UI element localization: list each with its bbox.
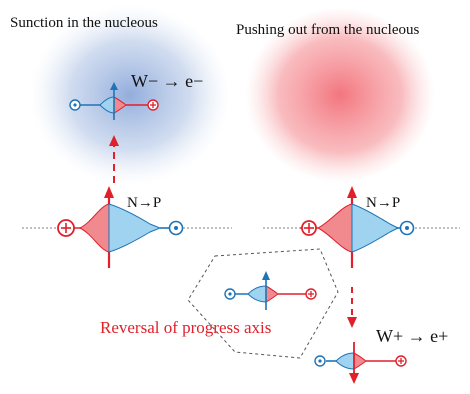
w-plus-label: W+ → e+ (376, 326, 448, 346)
reversal-region-outline (188, 249, 338, 358)
particle-main-right (263, 204, 460, 252)
particle-main-left (22, 204, 232, 252)
particle-bottom-right (315, 342, 406, 384)
n-to-p-right: N→P (366, 195, 400, 211)
circled-dot-icon (401, 222, 414, 235)
circled-plus-icon (302, 221, 316, 235)
reversal-caption: Reversal of progress axis (100, 318, 271, 337)
w-minus-label: W− → e− (131, 71, 203, 91)
right-title: Pushing out from the nucleous (236, 22, 419, 38)
circled-dot-icon (70, 100, 80, 110)
circled-dot-icon (170, 222, 183, 235)
circled-plus-icon (58, 220, 74, 236)
left-title: Sunction in the nucleous (10, 15, 158, 31)
circled-dot-icon (315, 356, 325, 366)
circled-plus-icon (396, 356, 406, 366)
circled-plus-icon (306, 289, 316, 299)
particle-middle (225, 271, 316, 310)
circled-dot-icon (225, 289, 235, 299)
circled-plus-icon (148, 100, 158, 110)
n-to-p-left: N→P (127, 195, 161, 211)
nucleus-halo-blue (30, 5, 230, 185)
